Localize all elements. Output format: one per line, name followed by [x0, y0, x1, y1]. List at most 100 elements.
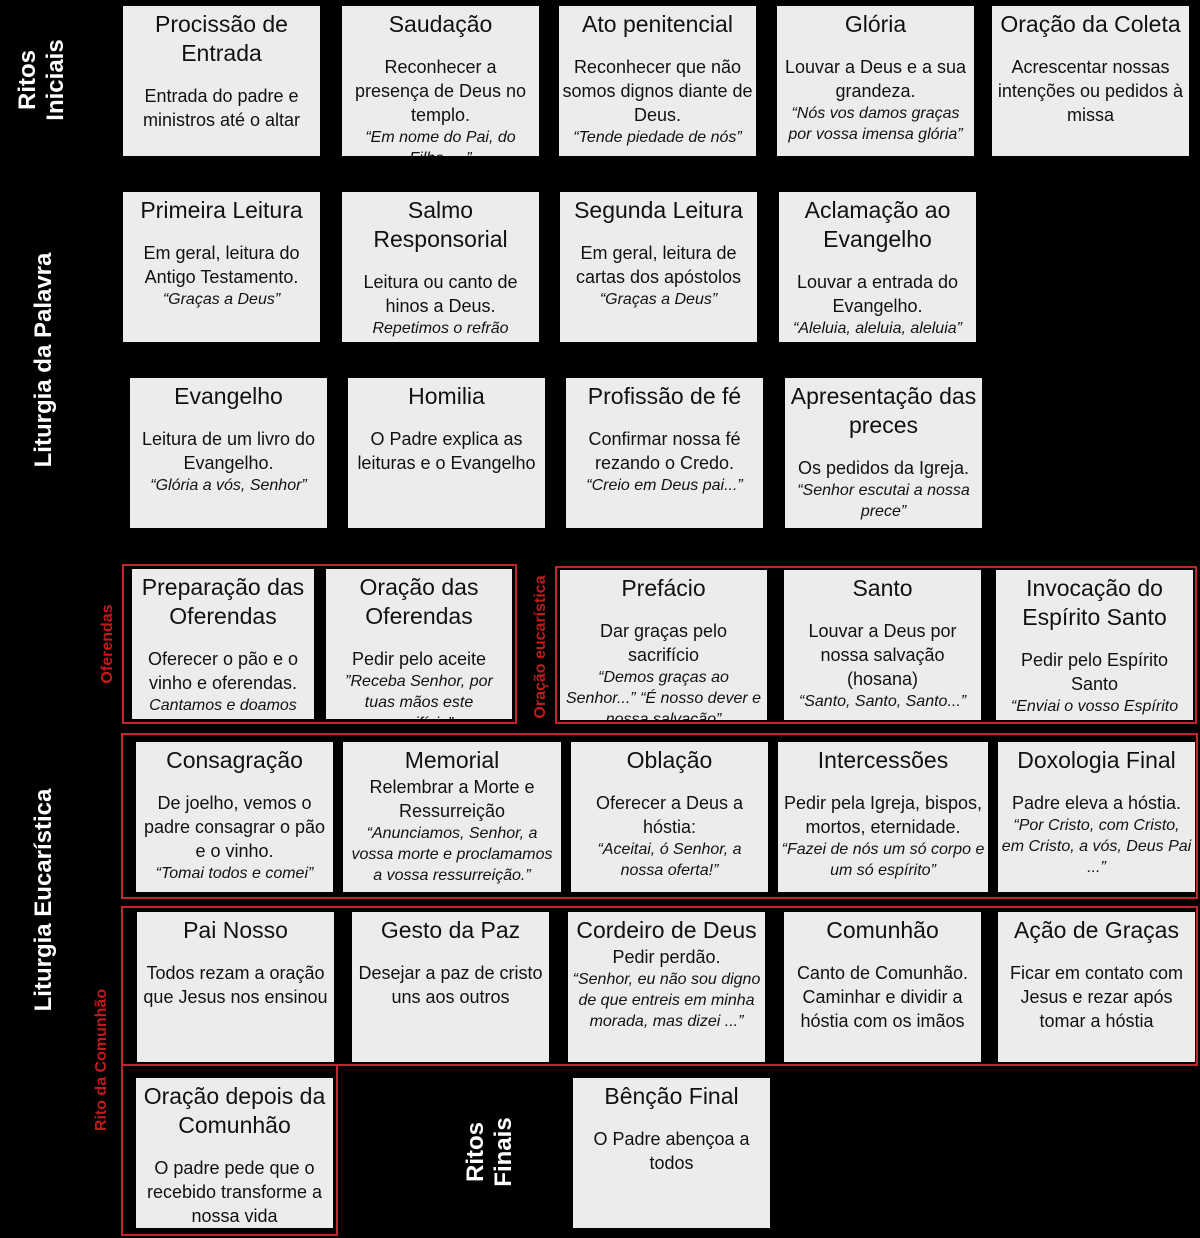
box-title: Comunhão: [826, 917, 939, 943]
box-oracao-oferendas: Oração das Oferendas Pedir pelo aceite ”…: [326, 569, 512, 719]
box-quote: “Enviai o vosso Espírito Santo”: [1010, 698, 1179, 720]
box-desc: Dar graças pelo sacrifício: [599, 621, 728, 665]
frame-oracao-eucaristica-top: [555, 566, 1197, 724]
box-comunhao: Comunhão Canto de Comunhão. Caminhar e d…: [784, 912, 981, 1062]
section-ritos-finais: Ritos Finais: [462, 1117, 517, 1187]
box-oracao-coleta: Oração da Coleta Acrescentar nossas inte…: [992, 6, 1189, 156]
box-quote: “Aceitai, ó Senhor, a nossa oferta!”: [597, 841, 742, 879]
box-acao-gracas: Ação de Graças Ficar em contato com Jesu…: [998, 912, 1195, 1062]
box-gloria: Glória Louvar a Deus e a sua grandeza. “…: [777, 6, 974, 156]
box-desc: Pedir perdão.: [612, 947, 721, 967]
box-title: Consagração: [166, 747, 303, 773]
box-desc: Desejar a paz de cristo uns aos outros: [358, 963, 543, 1007]
box-title: Cordeiro de Deus: [576, 917, 757, 943]
box-desc: Leitura ou canto de hinos a Deus.: [363, 272, 518, 316]
box-quote: “Por Cristo, com Cristo, em Cristo, a vó…: [1001, 817, 1192, 876]
box-title: Homilia: [408, 383, 485, 409]
box-title: Glória: [844, 11, 907, 37]
box-title: Bênção Final: [604, 1083, 739, 1109]
box-quote: “Nós vos damos graças por vossa imensa g…: [788, 105, 963, 143]
box-intercessoes: Intercessões Pedir pela Igreja, bispos, …: [778, 742, 988, 892]
box-ato-penitencial: Ato penitencial Reconhecer que não somos…: [559, 6, 756, 156]
subsection-oracao-eucaristica: Oração eucarística: [532, 575, 549, 719]
box-title: Preparação das Oferendas: [141, 574, 305, 629]
box-desc: De joelho, vemos o padre consagrar o pão…: [143, 793, 326, 861]
frame-oferendas: [122, 564, 517, 724]
box-desc: Reconhecer que não somos dignos diante d…: [562, 57, 753, 125]
box-quote: “Anunciamos, Senhor, a vossa morte e pro…: [351, 825, 553, 884]
box-aclamacao-evangelho: Aclamação ao Evangelho Louvar a entrada …: [779, 192, 976, 342]
box-desc: Em geral, leitura de cartas dos apóstolo…: [575, 243, 742, 287]
box-title: Primeira Leitura: [140, 197, 303, 223]
box-quote: “Graças a Deus”: [162, 291, 281, 308]
box-preparacao-oferendas: Preparação das Oferendas Oferecer o pão …: [132, 569, 314, 719]
subsection-rito-comunhao: Rito da Comunhão: [93, 988, 110, 1132]
box-desc: Oferecer a Deus a hóstia:: [595, 793, 744, 837]
box-desc: O padre pede que o recebido transforme a…: [146, 1158, 323, 1226]
box-invocacao-espirito-santo: Invocação do Espírito Santo Pedir pelo E…: [996, 570, 1193, 720]
box-title: Memorial: [404, 747, 500, 773]
box-title: Procissão de Entrada: [155, 11, 288, 66]
box-title: Aclamação ao Evangelho: [804, 197, 951, 252]
box-doxologia-final: Doxologia Final Padre eleva a hóstia. “P…: [998, 742, 1195, 892]
box-desc: Louvar a entrada do Evangelho.: [796, 272, 959, 316]
box-prefacio: Prefácio Dar graças pelo sacrifício “Dem…: [560, 570, 767, 720]
box-quote: Repetimos o refrão: [372, 320, 509, 337]
box-title: Evangelho: [174, 383, 283, 409]
box-desc: Pedir pelo aceite: [351, 649, 487, 669]
box-title: Doxologia Final: [1017, 747, 1176, 773]
box-desc: Oferecer o pão e o vinho e oferendas.: [147, 649, 299, 693]
section-ritos-iniciais: Ritos Iniciais: [14, 39, 69, 121]
box-apresentacao-preces: Apresentação das preces Os pedidos da Ig…: [785, 378, 982, 528]
box-evangelho: Evangelho Leitura de um livro do Evangel…: [130, 378, 327, 528]
box-desc: Entrada do padre e ministros até o altar: [142, 86, 301, 130]
box-quote: “Senhor escutai a nossa prece”: [797, 482, 970, 520]
box-desc: Reconhecer a presença de Deus no templo.: [354, 57, 527, 125]
box-desc: Padre eleva a hóstia.: [1011, 793, 1182, 813]
box-profissao-fe: Profissão de fé Confirmar nossa fé rezan…: [566, 378, 763, 528]
box-quote: “Demos graças ao Senhor...” “É nosso dev…: [565, 669, 762, 720]
box-desc: Confirmar nossa fé rezando o Credo.: [588, 429, 741, 473]
box-saudacao: Saudação Reconhecer a presença de Deus n…: [342, 6, 539, 156]
box-quote: “Aleluia, aleluia, aleluia”: [793, 320, 962, 337]
section-liturgia-palavra: Liturgia da Palavra: [30, 252, 57, 468]
box-title: Saudação: [388, 11, 493, 37]
box-salmo-responsorial: Salmo Responsorial Leitura ou canto de h…: [342, 192, 539, 342]
box-desc: Em geral, leitura do Antigo Testamento.: [143, 243, 300, 287]
box-consagracao: Consagração De joelho, vemos o padre con…: [136, 742, 333, 892]
box-desc: Todos rezam a oração que Jesus nos ensin…: [143, 963, 328, 1007]
box-quote: “Graças a Deus”: [599, 291, 718, 308]
box-bencao-final: Bênção Final O Padre abençoa a todos: [573, 1078, 770, 1228]
box-santo: Santo Louvar a Deus por nossa salvação (…: [784, 570, 981, 720]
box-quote: Cantamos e doamos: [149, 697, 297, 714]
box-desc: Relembrar a Morte e Ressurreição: [369, 777, 535, 821]
frame-rito-comunhao-bottom: [121, 1064, 338, 1236]
subsection-oferendas: Oferendas: [99, 604, 116, 684]
box-oracao-depois-comunhao: Oração depois da Comunhão O padre pede q…: [136, 1078, 333, 1228]
box-title: Segunda Leitura: [574, 197, 743, 223]
box-title: Oração das Oferendas: [359, 574, 479, 629]
box-segunda-leitura: Segunda Leitura Em geral, leitura de car…: [560, 192, 757, 342]
box-title: Prefácio: [621, 575, 706, 601]
box-title: Apresentação das preces: [790, 383, 977, 438]
box-quote: “Glória a vós, Senhor”: [150, 477, 307, 494]
box-primeira-leitura: Primeira Leitura Em geral, leitura do An…: [123, 192, 320, 342]
box-desc: Ficar em contato com Jesus e rezar após …: [1009, 963, 1184, 1031]
box-cordeiro-deus: Cordeiro de Deus Pedir perdão. “Senhor, …: [568, 912, 765, 1062]
box-desc: Acrescentar nossas intenções ou pedidos …: [997, 57, 1184, 125]
box-title: Oblação: [626, 747, 713, 773]
box-title: Ação de Graças: [1014, 917, 1179, 943]
box-quote: “Em nome do Pai, do Filho, ...”: [365, 129, 516, 156]
box-quote: “Santo, Santo, Santo...”: [798, 693, 967, 710]
box-title: Santo: [852, 575, 913, 601]
box-desc: Louvar a Deus por nossa salvação (hosana…: [808, 621, 957, 689]
box-quote: “Tende piedade de nós”: [573, 129, 742, 146]
box-title: Gesto da Paz: [380, 917, 521, 943]
box-quote: “Creio em Deus pai...”: [586, 477, 743, 494]
box-quote: “Fazei de nós um só corpo e um só espíri…: [781, 841, 985, 879]
box-quote: ”Receba Senhor, por tuas mãos este sacri…: [345, 673, 493, 719]
box-desc: O Padre abençoa a todos: [593, 1129, 750, 1173]
box-title: Pai Nosso: [183, 917, 288, 943]
box-title: Ato penitencial: [582, 11, 733, 37]
box-homilia: Homilia O Padre explica as leituras e o …: [348, 378, 545, 528]
